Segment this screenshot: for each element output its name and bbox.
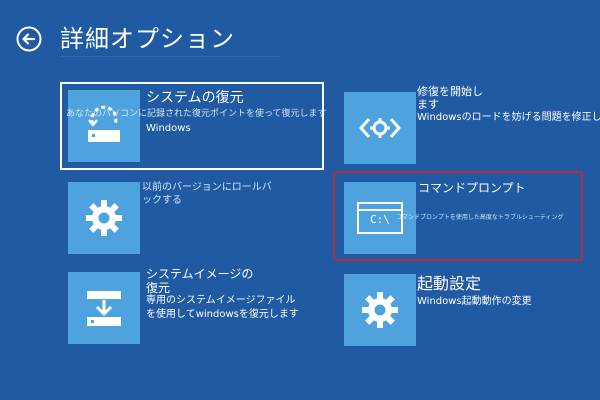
system-restore-title: システムの復元: [146, 90, 244, 106]
option-system-restore[interactable]: システムの復元 あなたのパソコンに記録された復元ポイントを使って復元します Wi…: [60, 82, 327, 170]
startup-settings-desc: Windows起動動作の変更: [417, 296, 532, 307]
command-prompt-tile: C:\: [344, 182, 416, 254]
previous-version-title: 以前のバージョンにロールバ: [142, 182, 272, 193]
system-image-desc-2: を使用してwindowsを復元します: [146, 309, 299, 320]
previous-version-tile: [68, 182, 140, 254]
system-restore-tile: [68, 90, 140, 162]
window-titlebar: [359, 204, 401, 211]
restore-disk-icon: [88, 105, 120, 142]
system-image-tile: [68, 272, 140, 344]
startup-repair-title-2: ます: [417, 98, 439, 111]
title-divider: [60, 56, 280, 57]
gear-icon: [86, 200, 122, 236]
download-disk-icon: [87, 291, 121, 326]
system-image-title: システムイメージの: [146, 267, 254, 281]
option-startup-repair[interactable]: 修復を開始し ます Windowsのロードを妨げる問題を修正します: [341, 82, 600, 170]
previous-version-title-2: ックする: [142, 195, 182, 206]
command-prompt-icon-text: C:\: [370, 213, 390, 226]
command-prompt-title: コマンドプロンプト: [418, 181, 526, 195]
startup-repair-title: 修復を開始し: [417, 85, 483, 98]
command-prompt-icon: C:\: [357, 202, 403, 234]
startup-settings-tile: [344, 274, 416, 346]
option-command-prompt[interactable]: C:\ コマンドプロンプト コマンドプロンプトを使用した高度なトラブルシューティ…: [336, 174, 581, 259]
command-prompt-desc: コマンドプロンプトを使用した高度なトラブルシューティング: [396, 214, 564, 221]
startup-repair-tile: [344, 92, 416, 164]
system-restore-desc: あなたのパソコンに記録された復元ポイントを使って復元します: [66, 109, 327, 119]
selection-frame: [60, 82, 324, 170]
option-startup-settings[interactable]: 起動設定 Windows起動動作の変更: [341, 266, 596, 354]
system-restore-desc-2: Windows: [146, 123, 191, 134]
arrow-left-circle-icon: [16, 26, 42, 52]
page-title: 詳細オプション: [60, 25, 235, 53]
system-image-title-2: 復元: [146, 281, 171, 295]
option-system-image[interactable]: システムイメージの 復元 専用のシステムイメージファイル を使用してwindow…: [60, 264, 330, 354]
option-previous-version[interactable]: 以前のバージョンにロールバ ックする: [60, 176, 330, 264]
startup-settings-title: 起動設定: [417, 274, 482, 293]
code-brackets-icon: [359, 118, 401, 138]
gear-icon: [362, 292, 398, 328]
startup-repair-desc: Windowsのロードを妨げる問題を修正します: [417, 112, 600, 123]
system-image-desc: 専用のシステムイメージファイル: [146, 295, 296, 306]
highlight-frame: [333, 171, 583, 261]
back-button[interactable]: [16, 26, 42, 52]
